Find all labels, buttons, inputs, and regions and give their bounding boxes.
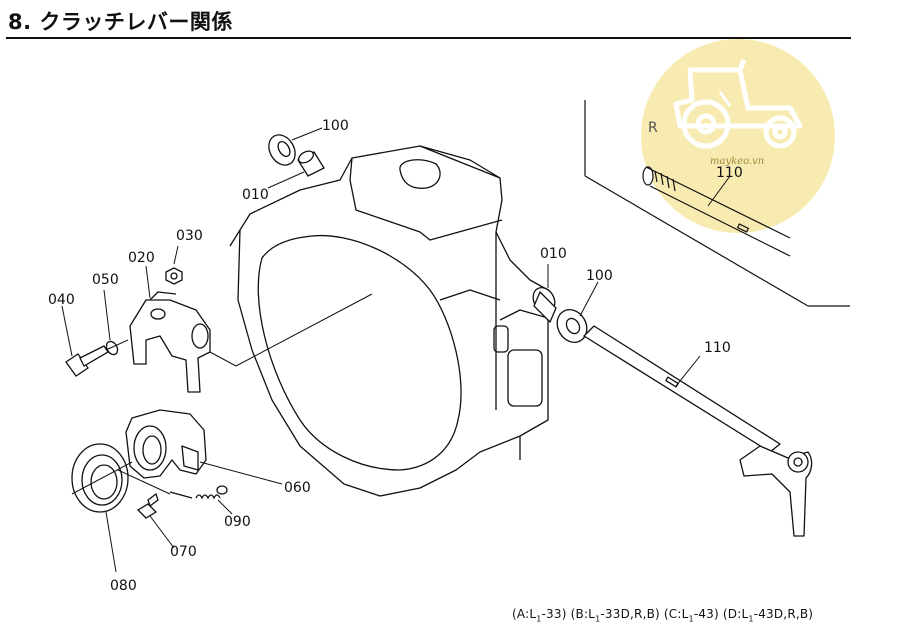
part-080-bearing [71, 443, 129, 513]
page-title: 8. クラッチレバー関係 [8, 10, 233, 34]
label-030: 030 [176, 228, 203, 244]
watermark: maykeo.vn [641, 39, 835, 233]
label-100-top: 100 [322, 118, 349, 134]
label-010-right: 010 [540, 246, 567, 262]
footnote-d: (D:L1-43D,R,B) [722, 607, 814, 624]
inset-shaft [642, 166, 791, 257]
part-100-top [268, 134, 296, 166]
watermark-site: maykeo.vn [710, 156, 764, 167]
label-020: 020 [128, 250, 155, 266]
part-100-right [556, 309, 588, 343]
label-100-right: 100 [586, 268, 613, 284]
part-020-fork [129, 291, 211, 393]
label-110-inset: 110 [716, 165, 743, 181]
part-010-right [532, 287, 557, 324]
footnote-a: (A:L1-33) [512, 607, 567, 624]
part-090-spring [169, 485, 228, 500]
clutch-housing [229, 145, 549, 497]
label-050: 050 [92, 272, 119, 288]
part-040-bolt [65, 345, 109, 377]
label-070: 070 [170, 544, 197, 560]
label-090: 090 [224, 514, 251, 530]
part-050-washer [105, 340, 119, 356]
part-110-shaft [583, 325, 813, 537]
part-070-nipple [136, 492, 159, 519]
part-030-nut [165, 267, 183, 285]
inset-box [584, 100, 850, 307]
model-footnote: (A:L1-33) (B:L1-33D,R,B) (C:L1-43) (D:L1… [512, 607, 813, 623]
label-110-main: 110 [704, 340, 731, 356]
tractor-icon [673, 59, 803, 149]
label-080: 080 [110, 578, 137, 594]
footnote-b: (B:L1-33D,R,B) [570, 607, 660, 624]
part-010-top [297, 150, 325, 177]
label-060: 060 [284, 480, 311, 496]
title-divider [6, 37, 851, 39]
label-040: 040 [48, 292, 75, 308]
part-060-carrier [125, 409, 207, 479]
inset-label: R [648, 120, 658, 136]
leader-lines [61, 127, 731, 573]
footnote-c: (C:L1-43) [663, 607, 719, 624]
label-010-top: 010 [242, 187, 269, 203]
